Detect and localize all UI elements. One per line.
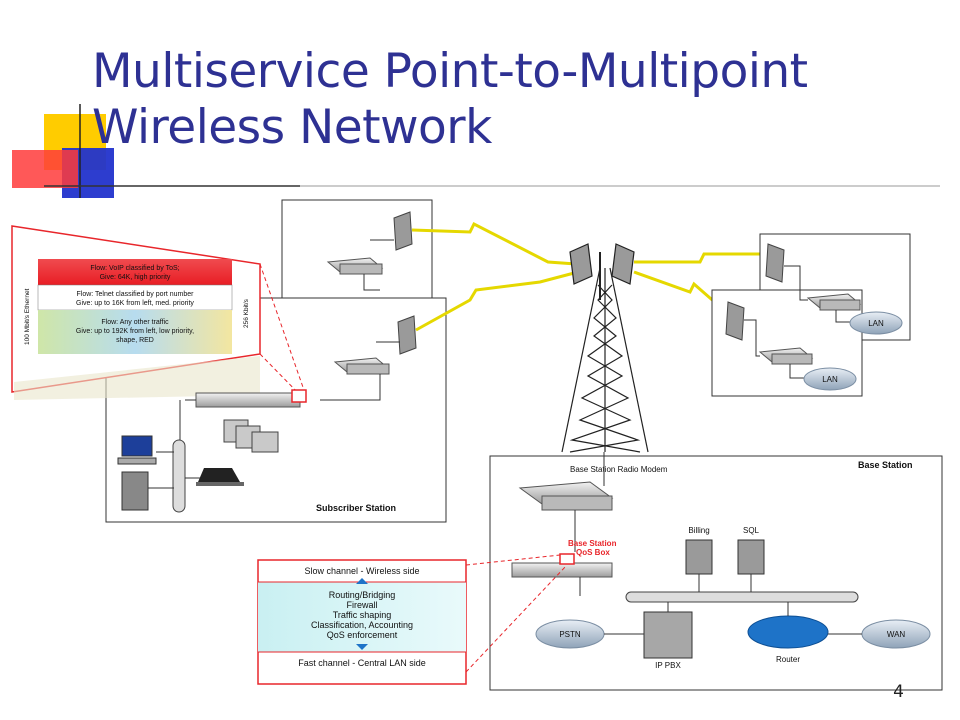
logo-squares — [12, 104, 940, 198]
billing-label: Billing — [688, 526, 709, 535]
qos-function: Traffic shaping — [333, 610, 392, 620]
radio-modem-label: Base Station Radio Modem — [570, 465, 668, 474]
lan-2-label: LAN — [822, 375, 838, 384]
slide-title: Multiservice Point-to-Multipoint Wireles… — [92, 44, 808, 156]
base-station-label: Base Station — [858, 460, 913, 470]
flow-voip-line1: Flow: VoIP classified by ToS; — [90, 265, 179, 272]
flow-other-line2: Give: up to 192K from left, low priority… — [76, 328, 194, 335]
wireless-links — [411, 221, 770, 332]
qos-function: Routing/Bridging — [329, 590, 396, 600]
ip-pbx-label: IP PBX — [655, 661, 681, 670]
flow-other-line1: Flow: Any other traffic — [101, 319, 169, 326]
qos-fast-channel: Fast channel - Central LAN side — [298, 658, 426, 668]
ethernet-label: 100 Mbit/s Ethernet — [24, 288, 31, 345]
flow-voip-line2: Give: 64K, high priority — [100, 274, 171, 281]
flow-telnet-line2: Give: up to 16K from left, med. priority — [76, 300, 194, 307]
qos-function: QoS enforcement — [327, 630, 398, 640]
qos-callout: Slow channel - Wireless side Routing/Bri… — [257, 554, 567, 685]
remote-stations: LAN LAN — [711, 233, 911, 397]
lan-1-label: LAN — [868, 319, 884, 328]
slide-number: 4 — [893, 682, 904, 702]
flow-callout: Flow: VoIP classified by ToS; Give: 64K,… — [11, 225, 306, 401]
flow-other-line3: shape, RED — [116, 337, 154, 344]
qos-slow-channel: Slow channel - Wireless side — [304, 566, 419, 576]
pstn-label: PSTN — [559, 630, 581, 639]
wan-label: WAN — [887, 630, 906, 639]
qos-function: Classification, Accounting — [311, 620, 413, 630]
radio-tower — [561, 243, 649, 453]
base-station-panel: Base Station Base Station Radio Modem Ba… — [489, 452, 943, 691]
qos-box-label-2: QoS Box — [576, 548, 610, 557]
wireless-rate-label: 256 Kbit/s — [243, 298, 250, 328]
qos-function: Firewall — [346, 600, 377, 610]
qos-box-label-1: Base Station — [568, 539, 617, 548]
subscriber-equipment — [117, 211, 417, 513]
slide-title-line-1: Multiservice Point-to-Multipoint — [92, 44, 808, 99]
router-label: Router — [776, 655, 800, 664]
slide-title-line-2: Wireless Network — [92, 100, 492, 155]
subscriber-station-label: Subscriber Station — [316, 503, 396, 513]
flow-telnet-line1: Flow: Telnet classified by port number — [77, 291, 195, 298]
sql-label: SQL — [743, 526, 760, 535]
